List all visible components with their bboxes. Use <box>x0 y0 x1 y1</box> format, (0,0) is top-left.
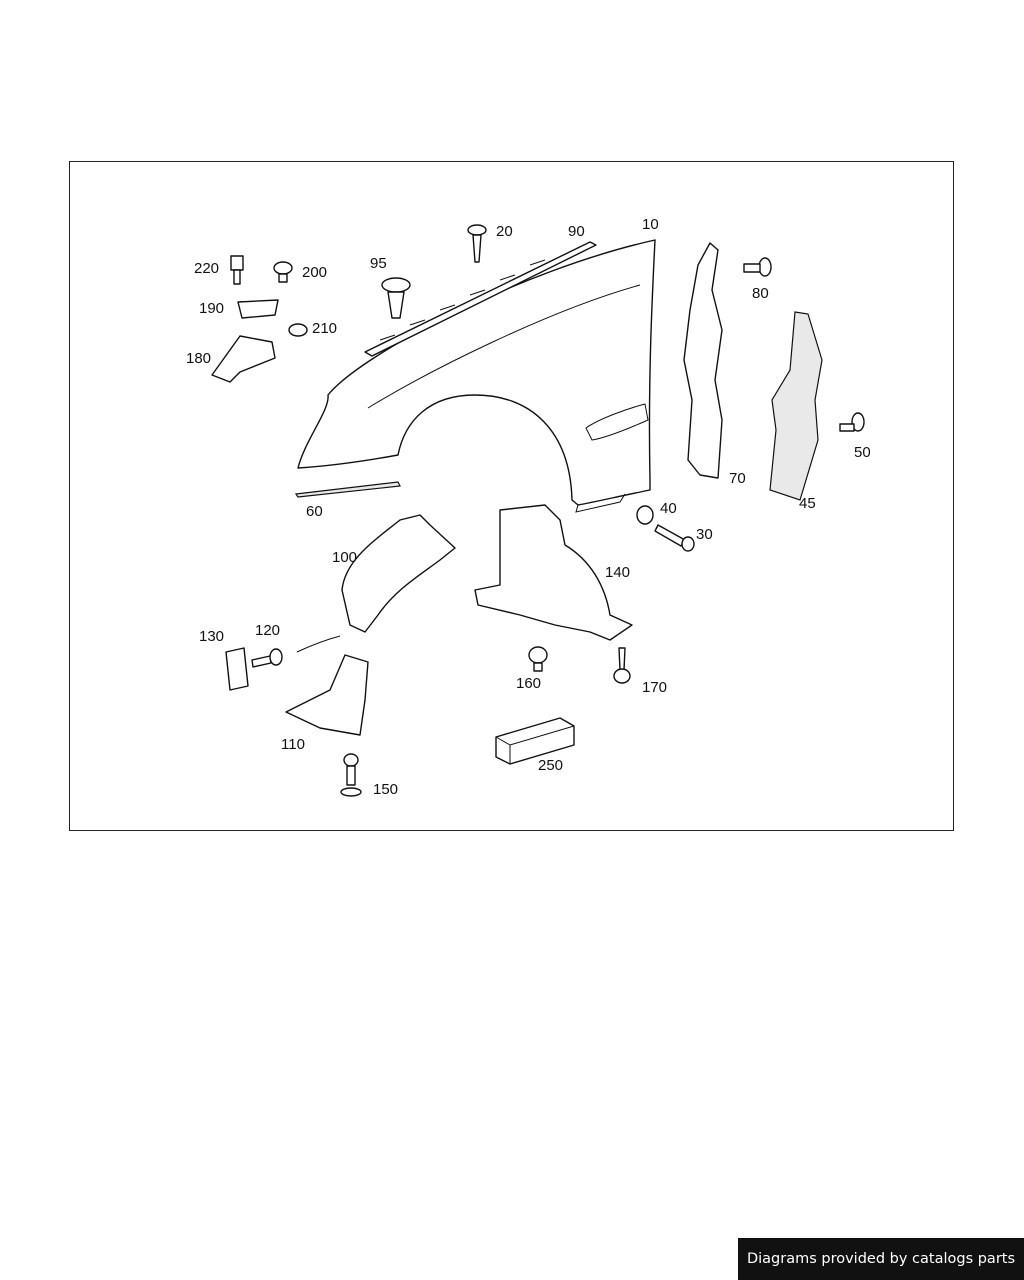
rear-bracket[interactable] <box>683 242 723 479</box>
callout-10: 10 <box>642 216 659 233</box>
screw-170[interactable] <box>613 647 631 684</box>
clip-160[interactable] <box>528 646 548 672</box>
screw-120[interactable] <box>251 648 283 668</box>
lower-trim-strip[interactable] <box>294 481 401 498</box>
clip-95[interactable] <box>381 277 411 319</box>
diagram-frame <box>69 161 954 831</box>
callout-160: 160 <box>516 675 541 692</box>
fender-panel[interactable] <box>297 239 656 513</box>
footer-banner: Diagrams provided by catalogs parts <box>738 1238 1024 1280</box>
callout-200: 200 <box>302 264 327 281</box>
callout-150: 150 <box>373 781 398 798</box>
callout-60: 60 <box>306 503 323 520</box>
screw-20[interactable] <box>467 224 487 263</box>
callout-20: 20 <box>496 223 513 240</box>
seal-strip[interactable] <box>769 311 823 501</box>
bolt-220[interactable] <box>230 255 244 285</box>
kit-box[interactable] <box>495 717 575 765</box>
callout-95: 95 <box>370 255 387 272</box>
callout-40: 40 <box>660 500 677 517</box>
wheel-arch-liner-front[interactable] <box>341 514 456 633</box>
arrow-120 <box>296 635 341 653</box>
nut-200[interactable] <box>273 261 293 283</box>
callout-70: 70 <box>729 470 746 487</box>
callout-250: 250 <box>538 757 563 774</box>
callout-220: 220 <box>194 260 219 277</box>
nut-210[interactable] <box>288 323 308 337</box>
callout-110: 110 <box>281 736 305 753</box>
callout-190: 190 <box>199 300 224 317</box>
callout-180: 180 <box>186 350 211 367</box>
callout-140: 140 <box>605 564 630 581</box>
callout-30: 30 <box>696 526 713 543</box>
wheel-arch-liner-rear[interactable] <box>474 504 633 641</box>
clip-130[interactable] <box>225 647 249 691</box>
screw-80[interactable] <box>743 257 772 277</box>
callout-45: 45 <box>799 495 816 512</box>
footer-text: Diagrams provided by catalogs parts <box>746 1251 1016 1267</box>
screw-50[interactable] <box>839 412 865 432</box>
callout-100: 100 <box>332 549 357 566</box>
callout-50: 50 <box>854 444 871 461</box>
bolt-30[interactable] <box>654 524 695 552</box>
bracket-180[interactable] <box>211 335 276 383</box>
callout-170: 170 <box>642 679 667 696</box>
callout-90: 90 <box>568 223 585 240</box>
clip-150[interactable] <box>340 753 362 797</box>
callout-210: 210 <box>312 320 337 337</box>
nut-40[interactable] <box>636 505 654 525</box>
callout-130: 130 <box>199 628 224 645</box>
bracket-190[interactable] <box>237 299 279 319</box>
fender-top-rail[interactable] <box>364 241 597 357</box>
callout-80: 80 <box>752 285 769 302</box>
lower-liner[interactable] <box>285 654 369 736</box>
callout-120: 120 <box>255 622 280 639</box>
